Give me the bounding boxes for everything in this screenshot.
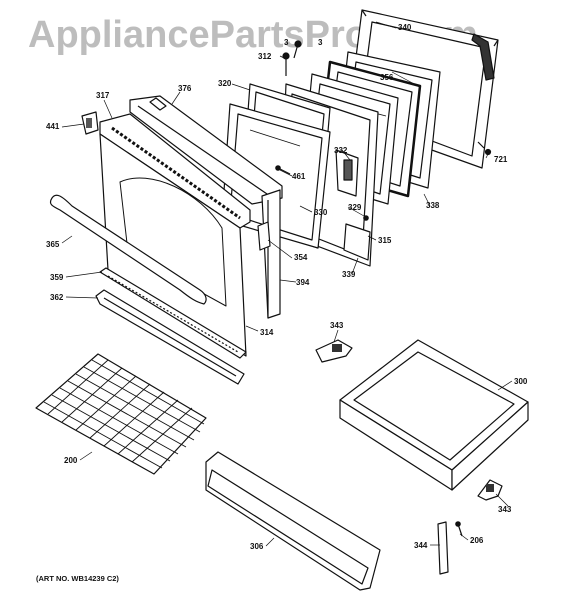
handle-365	[49, 194, 207, 305]
callout-329: 329	[348, 203, 362, 212]
drawer-300	[339, 339, 529, 491]
callout-332: 332	[334, 146, 348, 155]
callout-344: 344	[414, 541, 428, 550]
callout-343-bottom: 343	[498, 505, 512, 514]
screw-312	[282, 52, 290, 76]
vent-strip-359	[99, 267, 247, 359]
callout-339: 339	[342, 270, 356, 279]
leader-lines	[61, 21, 513, 547]
callout-338: 338	[426, 201, 440, 210]
callout-320: 320	[218, 79, 232, 88]
rack-wires	[43, 359, 205, 469]
callout-359: 359	[50, 273, 64, 282]
slide-rail-344	[437, 521, 449, 575]
callout-343-top: 343	[330, 321, 344, 330]
bracket-354	[257, 221, 271, 251]
screw-206	[455, 521, 463, 537]
callout-365: 365	[46, 240, 60, 249]
callout-362: 362	[50, 293, 64, 302]
callout-300: 300	[514, 377, 528, 386]
hinge-343-left	[315, 339, 353, 363]
callout-376: 376	[178, 84, 192, 93]
callout-3b: 3	[318, 38, 323, 47]
callout-394: 394	[296, 278, 310, 287]
callout-340: 340	[398, 23, 412, 32]
bottom-trim-362	[95, 289, 245, 385]
callout-206: 206	[470, 536, 484, 545]
callout-200: 200	[64, 456, 78, 465]
screw-top	[293, 40, 302, 59]
screw-329	[363, 215, 369, 221]
callout-721: 721	[494, 155, 508, 164]
door-face-314	[99, 133, 247, 357]
screw-461	[275, 165, 291, 175]
callout-317: 317	[96, 91, 110, 100]
door-trim-376	[129, 95, 283, 205]
hinge-343-right	[477, 479, 503, 501]
oven-rack-200	[35, 353, 207, 475]
callout-461: 461	[292, 172, 306, 181]
callout-330: 330	[314, 208, 328, 217]
callout-356: 356	[380, 73, 394, 82]
callout-312: 312	[258, 52, 272, 61]
side-channel-394	[261, 189, 281, 319]
drawer-front-306	[205, 451, 381, 591]
callout-354: 354	[294, 253, 308, 262]
spring-part	[471, 33, 495, 81]
callout-441: 441	[46, 122, 60, 131]
callout-3a: 3	[284, 38, 289, 47]
art-number: (ART NO. WB14239 C2)	[36, 574, 119, 583]
callout-314: 314	[260, 328, 274, 337]
callout-306: 306	[250, 542, 264, 551]
clip-441	[81, 111, 99, 135]
callout-315: 315	[378, 236, 392, 245]
